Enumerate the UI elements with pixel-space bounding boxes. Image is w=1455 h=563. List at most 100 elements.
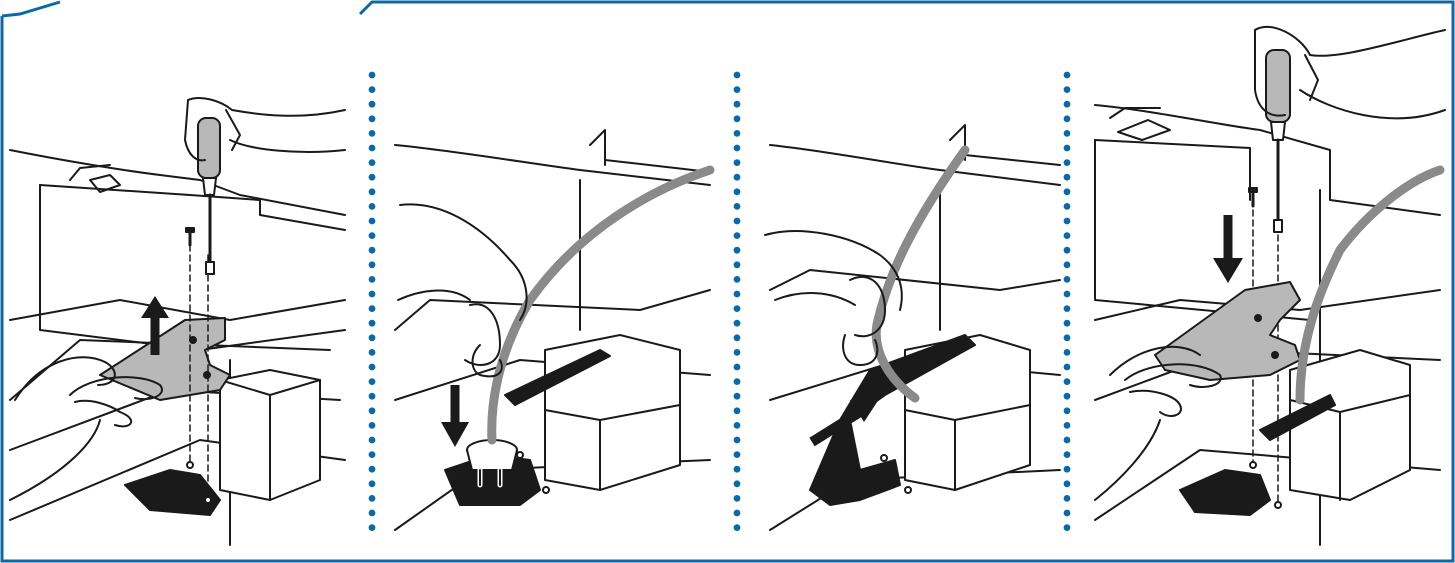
separator-dot bbox=[1063, 115, 1071, 123]
separator-dot bbox=[733, 465, 741, 473]
hand-icon bbox=[397, 203, 528, 378]
separator-dot bbox=[733, 246, 741, 254]
block-2 bbox=[544, 334, 681, 491]
separator-dot bbox=[733, 173, 741, 181]
separator-dot bbox=[733, 495, 741, 502]
separator-dot bbox=[1063, 422, 1071, 429]
hand-icon bbox=[184, 97, 346, 162]
separator-dot bbox=[368, 422, 376, 429]
separator-dot bbox=[733, 232, 741, 240]
separator-dot bbox=[1063, 217, 1071, 225]
separator-dot bbox=[733, 407, 741, 415]
separator-dot bbox=[368, 349, 376, 356]
separator-dot bbox=[1063, 159, 1071, 167]
separator-dot bbox=[733, 436, 741, 444]
separator-dot bbox=[733, 188, 741, 196]
arrow-up-icon bbox=[141, 296, 169, 355]
separator-dot bbox=[368, 100, 376, 108]
separator-2 bbox=[733, 71, 741, 531]
separator-dot bbox=[368, 276, 376, 283]
separator-dot bbox=[1063, 480, 1071, 488]
separator-1 bbox=[368, 71, 376, 531]
slot-stripe-2 bbox=[504, 349, 611, 406]
separator-dot bbox=[733, 334, 741, 342]
separator-dot bbox=[368, 451, 376, 458]
separator-dot bbox=[1063, 334, 1071, 342]
separator-dot bbox=[368, 465, 376, 473]
separator-dot bbox=[1063, 436, 1071, 444]
separator-dot bbox=[368, 144, 376, 152]
panel-2 bbox=[394, 129, 715, 531]
separator-dot bbox=[733, 392, 741, 400]
separator-dot bbox=[1063, 465, 1071, 473]
panel-separators bbox=[368, 71, 1071, 531]
separator-dot bbox=[1063, 232, 1071, 240]
separator-dot bbox=[1063, 86, 1071, 93]
separator-dot bbox=[368, 319, 376, 327]
separator-dot bbox=[368, 363, 376, 371]
separator-dot bbox=[733, 349, 741, 356]
arrow-down-icon bbox=[1213, 215, 1243, 283]
block-3 bbox=[904, 334, 1031, 491]
tube-icon bbox=[1295, 165, 1445, 405]
separator-dot bbox=[1063, 276, 1071, 283]
separator-dot bbox=[368, 217, 376, 225]
separator-dot bbox=[368, 495, 376, 502]
separator-dot bbox=[733, 130, 741, 137]
screw-icon bbox=[185, 227, 195, 247]
hand-icon-2 bbox=[1094, 345, 1222, 501]
separator-dot bbox=[1063, 100, 1071, 108]
separator-dot bbox=[733, 480, 741, 488]
separator-dot bbox=[1063, 349, 1071, 356]
slot-3 bbox=[809, 334, 976, 506]
cover-plate-1 bbox=[99, 317, 231, 401]
separator-dot bbox=[733, 86, 741, 93]
separator-dot bbox=[368, 407, 376, 415]
separator-dot bbox=[733, 290, 741, 298]
separator-dot bbox=[1063, 495, 1071, 502]
separator-dot bbox=[368, 115, 376, 123]
separator-dot bbox=[368, 232, 376, 240]
separator-dot bbox=[1063, 378, 1071, 385]
separator-dot bbox=[733, 524, 741, 531]
separator-dot bbox=[368, 173, 376, 181]
separator-dot bbox=[1063, 407, 1071, 415]
separator-dot bbox=[1063, 363, 1071, 371]
separator-dot bbox=[733, 509, 741, 517]
panel-1 bbox=[9, 97, 346, 546]
separator-dot bbox=[733, 422, 741, 429]
separator-dot bbox=[733, 159, 741, 167]
separator-dot bbox=[733, 261, 741, 269]
separator-dot bbox=[368, 246, 376, 254]
separator-dot bbox=[1063, 203, 1071, 210]
separator-dot bbox=[368, 159, 376, 167]
tube-icon bbox=[487, 165, 715, 445]
separator-dot bbox=[733, 451, 741, 458]
separator-dot bbox=[733, 276, 741, 283]
separator-dot bbox=[1063, 71, 1071, 79]
screwdriver-icon bbox=[1265, 49, 1291, 233]
separator-dot bbox=[368, 203, 376, 210]
separator-dot bbox=[368, 305, 376, 312]
arrow-down-icon bbox=[441, 385, 469, 447]
separator-dot bbox=[368, 378, 376, 385]
separator-dot bbox=[368, 436, 376, 444]
separator-dot bbox=[368, 392, 376, 400]
separator-dot bbox=[1063, 451, 1071, 458]
screwdriver-icon bbox=[197, 117, 221, 275]
block-4 bbox=[1289, 349, 1411, 501]
separator-dot bbox=[733, 100, 741, 108]
separator-3 bbox=[1063, 71, 1071, 531]
separator-dot bbox=[368, 71, 376, 79]
separator-dot bbox=[1063, 246, 1071, 254]
screw-icon bbox=[1248, 187, 1258, 208]
separator-dot bbox=[1063, 524, 1071, 531]
separator-dot bbox=[1063, 319, 1071, 327]
separator-dot bbox=[368, 524, 376, 531]
separator-dot bbox=[368, 480, 376, 488]
separator-dot bbox=[1063, 392, 1071, 400]
separator-dot bbox=[368, 334, 376, 342]
tube-icon bbox=[871, 145, 970, 403]
separator-dot bbox=[1063, 305, 1071, 312]
